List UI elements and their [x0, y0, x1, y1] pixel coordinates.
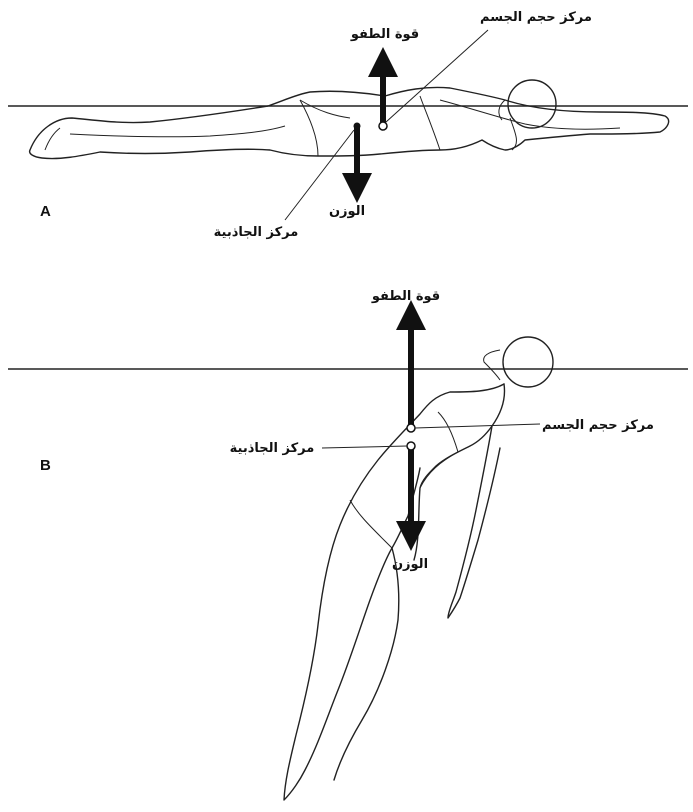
panel-letter-a: A [40, 203, 51, 220]
label-center-of-volume-a: مركز حجم الجسم [480, 10, 592, 25]
center-of-volume-point-a [379, 122, 387, 130]
leader-center-of-volume-a [386, 30, 488, 122]
leader-center-of-gravity-b [322, 446, 407, 448]
head-a [508, 80, 556, 128]
label-weight-a: الوزن [329, 204, 365, 219]
head-b [503, 337, 553, 387]
label-weight-b: الوزن [392, 557, 428, 572]
swimmer-a [30, 80, 669, 159]
panel-a: قوة الطفو مركز حجم الجسم الوزن مركز الجا… [8, 10, 688, 240]
center-of-gravity-point-b [407, 442, 415, 450]
panel-b: قوة الطفو مركز حجم الجسم الوزن مركز الجا… [8, 289, 688, 800]
label-buoyancy-a: قوة الطفو [350, 27, 419, 42]
panel-letter-b: B [40, 457, 51, 474]
center-of-volume-point-b [407, 424, 415, 432]
label-buoyancy-b: قوة الطفو [371, 289, 440, 304]
leader-center-of-volume-b [415, 424, 540, 428]
label-center-of-gravity-b: مركز الجاذبية [230, 441, 315, 456]
center-of-gravity-point-a [354, 123, 361, 130]
label-center-of-gravity-a: مركز الجاذبية [214, 225, 299, 240]
label-center-of-volume-b: مركز حجم الجسم [542, 418, 654, 433]
